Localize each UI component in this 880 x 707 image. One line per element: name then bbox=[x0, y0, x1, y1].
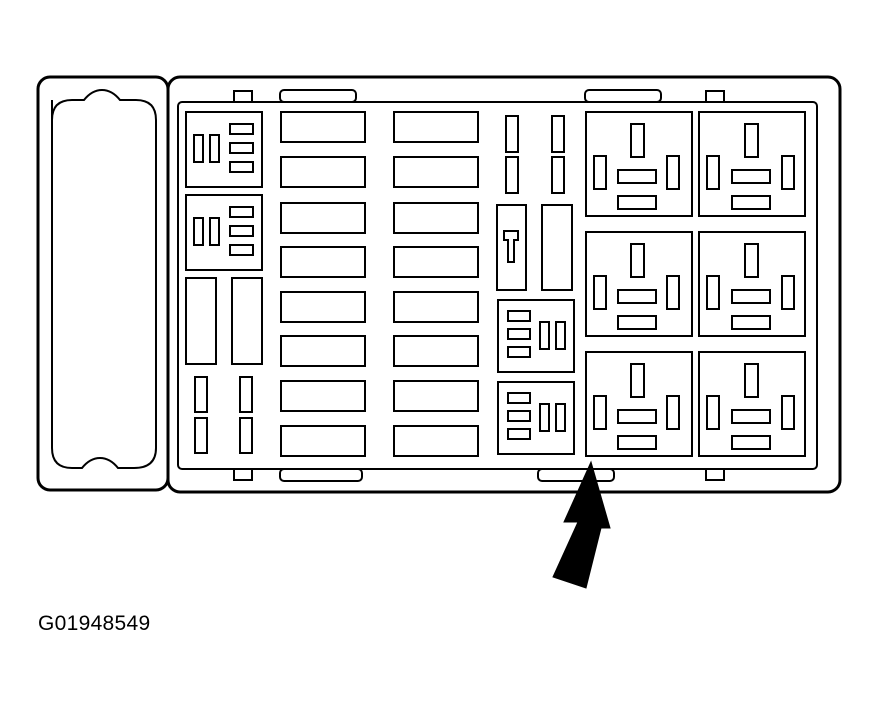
pointer-arrow-icon bbox=[552, 460, 611, 589]
small-relay bbox=[185, 194, 263, 271]
large-relay bbox=[698, 111, 806, 217]
maxi-fuse-slot bbox=[541, 204, 573, 291]
top-tab bbox=[584, 89, 662, 103]
large-relay bbox=[585, 231, 693, 337]
large-relay bbox=[585, 111, 693, 217]
fuse-slot bbox=[393, 111, 479, 143]
fuse-slot bbox=[280, 156, 366, 188]
fuse-box-cover bbox=[36, 75, 170, 492]
fuse-slot bbox=[393, 291, 479, 323]
mini-fuse bbox=[239, 417, 253, 454]
cover-inner-outline bbox=[51, 88, 157, 469]
maxi-fuse-slot bbox=[231, 277, 263, 365]
maxi-fuse-slot bbox=[185, 277, 217, 365]
fuse-slot bbox=[280, 335, 366, 367]
figure-id-label: G01948549 bbox=[38, 612, 151, 635]
large-relay bbox=[698, 351, 806, 457]
fuse-slot bbox=[280, 425, 366, 457]
mini-fuse bbox=[194, 417, 208, 454]
bottom-tab bbox=[279, 468, 363, 482]
fuse-slot bbox=[393, 380, 479, 412]
fuse-puller-icon bbox=[503, 230, 519, 263]
top-tab bbox=[279, 89, 357, 103]
fuse-slot bbox=[280, 111, 366, 143]
fuse-slot bbox=[280, 246, 366, 278]
housing-inner bbox=[177, 101, 818, 470]
small-relay bbox=[497, 381, 575, 455]
mini-fuse bbox=[194, 376, 208, 413]
large-relay bbox=[698, 231, 806, 337]
top-tab bbox=[705, 90, 725, 103]
fuse-slot bbox=[393, 425, 479, 457]
housing-outer bbox=[166, 75, 842, 494]
bottom-tab bbox=[233, 468, 253, 481]
mini-fuse bbox=[551, 156, 565, 194]
fuse-puller-slot bbox=[496, 204, 527, 291]
mini-fuse bbox=[551, 115, 565, 153]
mini-fuse bbox=[505, 115, 519, 153]
fuse-column-2 bbox=[393, 111, 479, 457]
mini-fuse bbox=[505, 156, 519, 194]
large-relay-indicated bbox=[585, 351, 693, 457]
fuse-slot bbox=[393, 246, 479, 278]
mini-fuse bbox=[239, 376, 253, 413]
fuse-slot bbox=[280, 202, 366, 234]
fuse-slot bbox=[280, 380, 366, 412]
small-relay bbox=[185, 111, 263, 188]
fuse-slot bbox=[393, 202, 479, 234]
cover-outer bbox=[36, 75, 170, 492]
small-relay bbox=[497, 299, 575, 373]
bottom-tab bbox=[705, 468, 725, 481]
fuse-box-housing bbox=[166, 75, 842, 494]
bottom-tab bbox=[537, 468, 615, 482]
fuse-slot bbox=[393, 156, 479, 188]
fuse-slot bbox=[393, 335, 479, 367]
fuse-column-1 bbox=[280, 111, 366, 457]
top-tab bbox=[233, 90, 253, 103]
fuse-slot bbox=[280, 291, 366, 323]
